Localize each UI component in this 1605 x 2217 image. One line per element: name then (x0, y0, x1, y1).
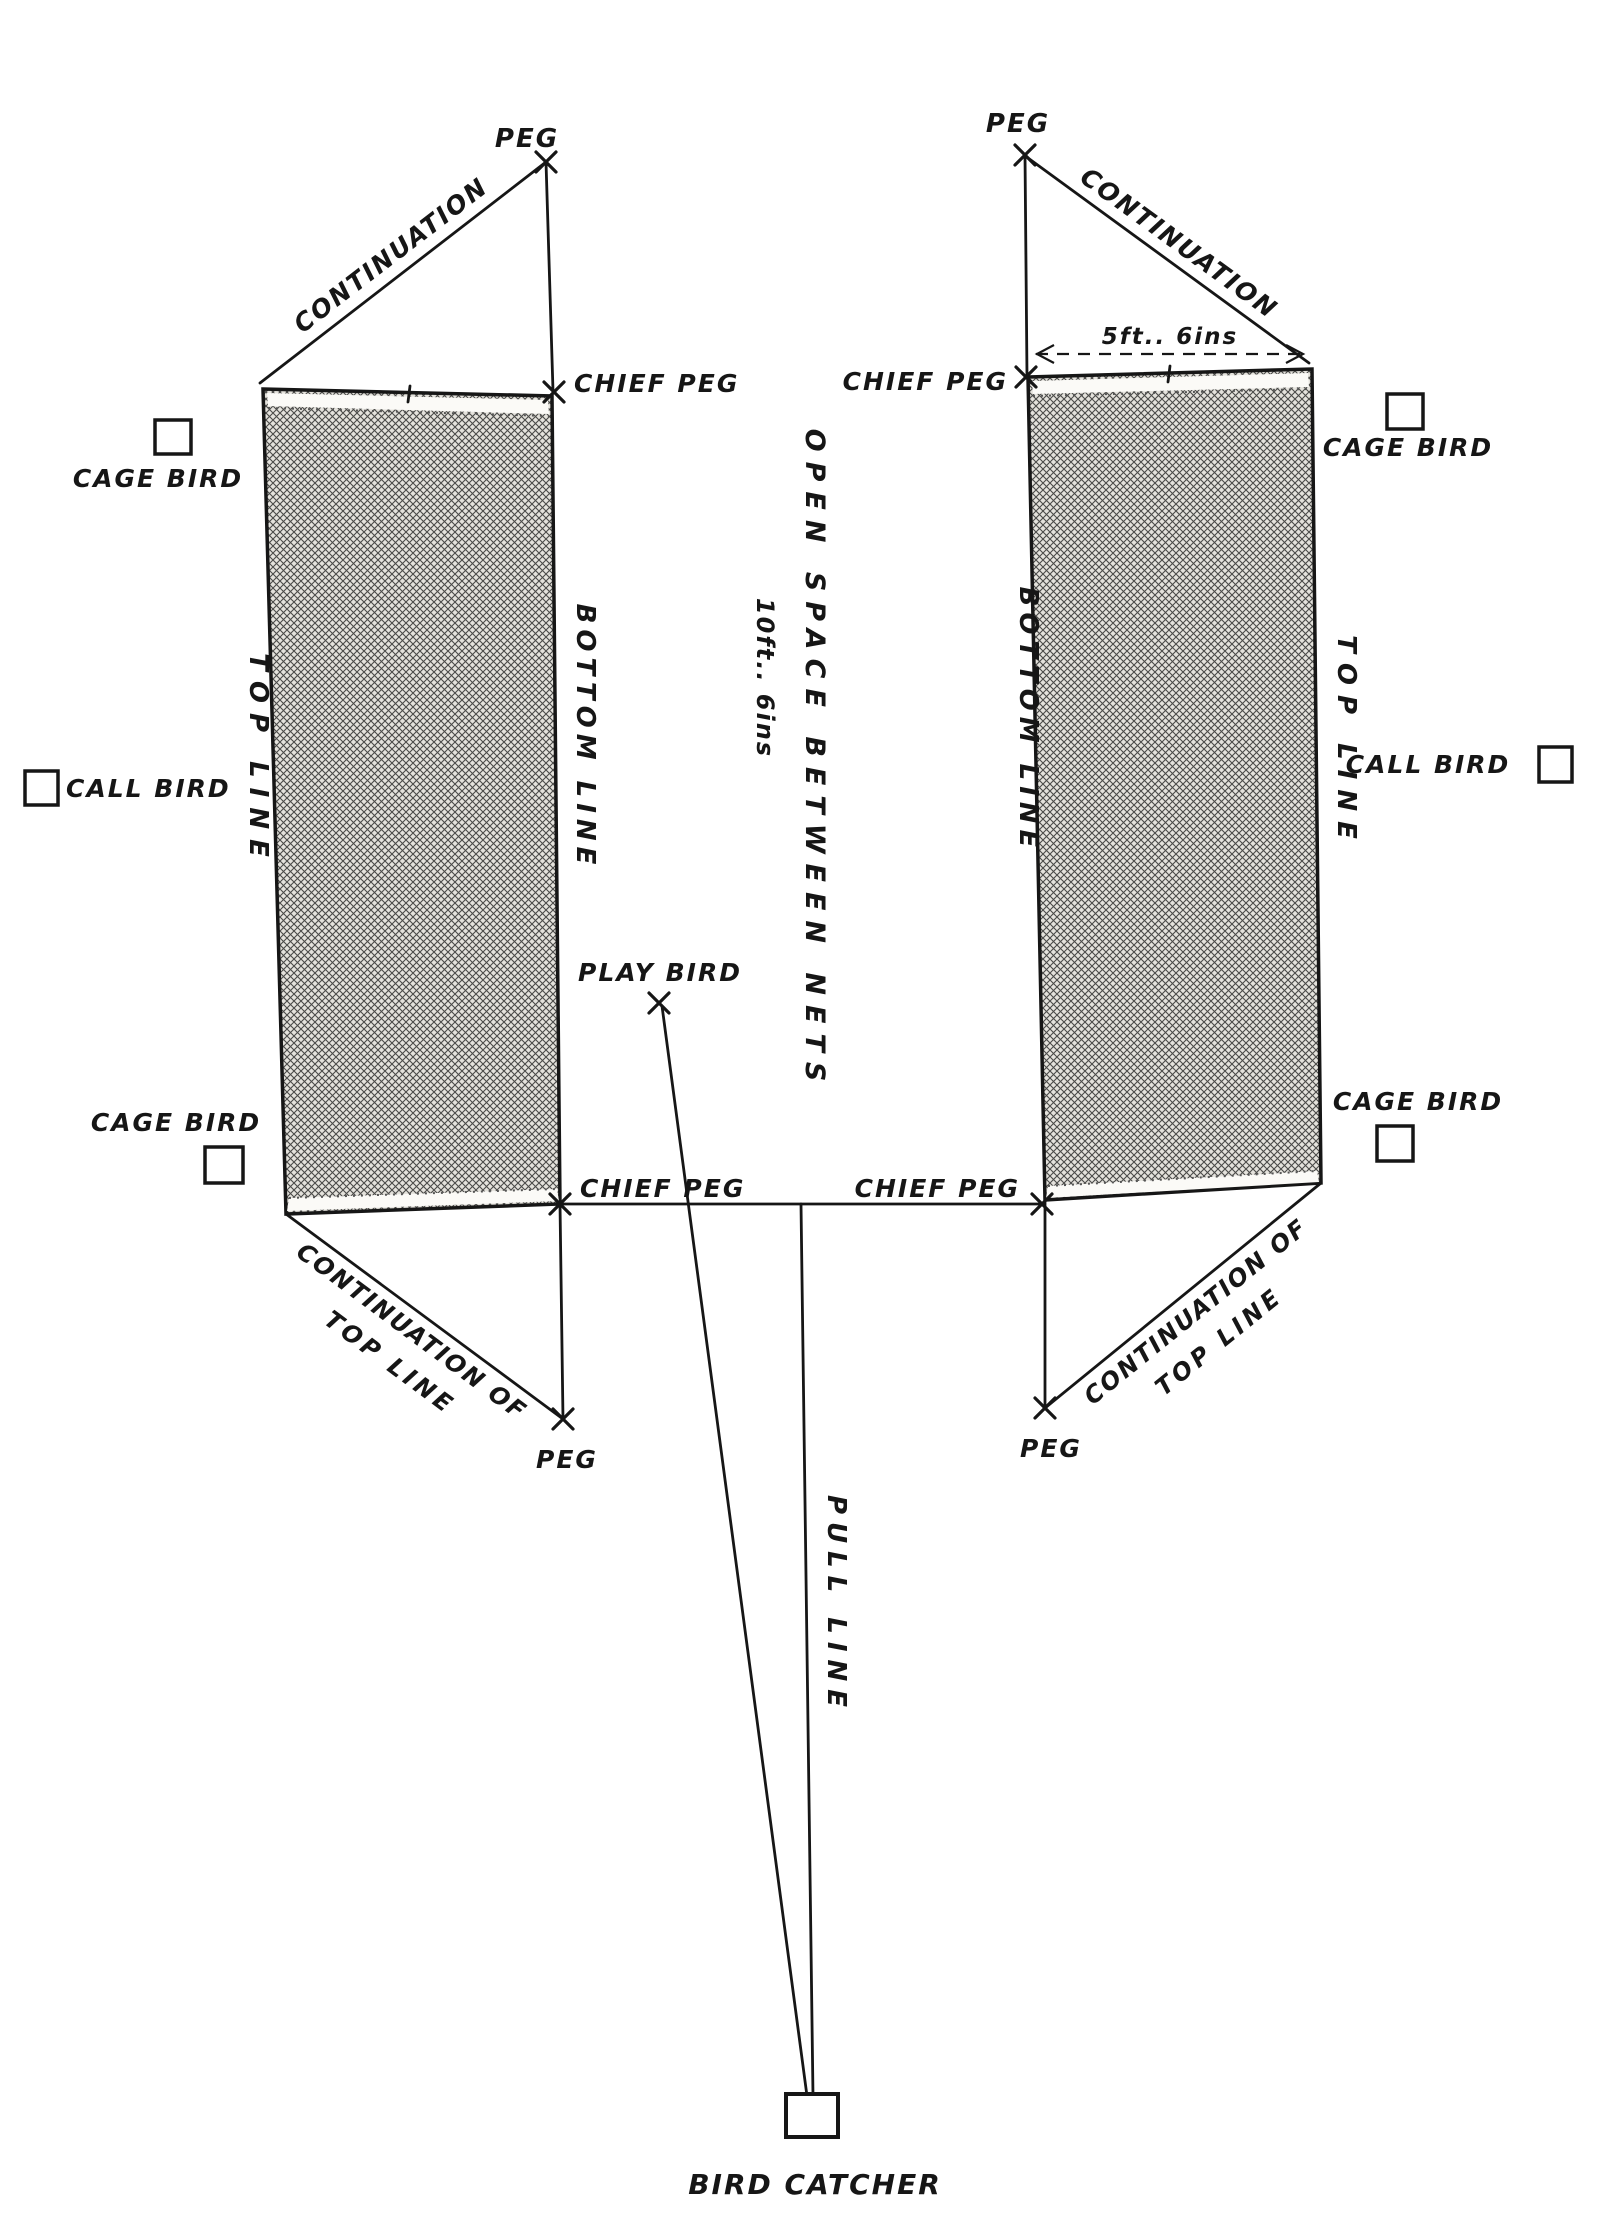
label-peg-bottom-right: PEG (1020, 1434, 1082, 1463)
right-net-bottom-band (1046, 1171, 1319, 1198)
peg-x-mark-bottom-right (1033, 1396, 1057, 1420)
label-top-line-left: TOP LINE (243, 653, 273, 867)
label-play-bird: PLAY BIRD (578, 958, 742, 987)
left-net-assembly (261, 384, 562, 1216)
label-peg-top-left: PEG (495, 124, 559, 154)
right-net-top-band (1032, 373, 1309, 394)
chief-peg-x-mark-bottom-left (548, 1192, 572, 1216)
label-cage-bird-bottom-left: CAGE BIRD (91, 1108, 261, 1137)
label-peg-bottom-left: PEG (536, 1445, 598, 1474)
label-top-line-right: TOP LINE (1331, 635, 1361, 849)
call-bird-box-right (1537, 745, 1574, 784)
label-chief-peg-top-left: CHIEF PEG (574, 369, 739, 398)
rigging-lines (258, 153, 1323, 2098)
label-chief-peg-bottom-left: CHIEF PEG (580, 1174, 745, 1203)
left-peg-drop-line (544, 160, 555, 393)
label-cage-bird-top-right: CAGE BIRD (1323, 433, 1493, 462)
peg-x-mark-top-left (534, 150, 558, 174)
left-continuation-line (258, 160, 548, 385)
label-continuation-top-left: CONTINUATION (288, 172, 493, 339)
chief-peg-x-mark-top-right (1014, 365, 1038, 389)
left-net-top-band (267, 393, 549, 414)
label-bottom-line-right: BOTTOM LINE (1013, 587, 1043, 854)
play-bird-x-mark (647, 991, 671, 1015)
cage-bird-box-top-left (153, 418, 193, 456)
chief-peg-x-mark-top-left (542, 380, 566, 404)
right-continuation-line (1026, 156, 1311, 365)
label-cage-bird-top-left: CAGE BIRD (73, 464, 243, 493)
call-bird-box-left (23, 769, 60, 807)
peg-x-mark-top-right (1013, 143, 1037, 167)
peg-x-mark-bottom-left (551, 1407, 575, 1431)
label-call-bird-right: CALL BIRD (1346, 750, 1511, 779)
left-net-bottom-band (287, 1189, 559, 1211)
label-call-bird-left: CALL BIRD (66, 774, 231, 803)
label-open-space: OPEN SPACE BETWEEN NETS (799, 429, 830, 1092)
label-chief-peg-bottom-right: CHIEF PEG (855, 1174, 1020, 1203)
label-bottom-line-left: BOTTOM LINE (570, 604, 600, 871)
measure-arrow-left-icon (1034, 344, 1055, 364)
play-bird-line (660, 1004, 809, 2098)
label-pull-line: PULL LINE (821, 1495, 851, 1715)
right-net-assembly (1026, 364, 1323, 1202)
left-net-top-tick (406, 384, 412, 404)
right-net (1026, 367, 1323, 1202)
cage-bird-box-top-right (1385, 392, 1425, 431)
measure-arrow-right-icon (1285, 344, 1306, 364)
bird-catcher-box (784, 2092, 840, 2139)
left-bottom-continuation-line (284, 1212, 565, 1421)
label-open-space-dimension: 10ft.. 6ins (751, 598, 779, 758)
cage-bird-box-bottom-left (203, 1145, 245, 1185)
left-net (261, 387, 562, 1216)
label-cage-bird-bottom-right: CAGE BIRD (1333, 1087, 1503, 1116)
right-net-top-tick (1166, 364, 1172, 384)
peg-marks (534, 143, 1057, 1431)
right-peg-drop-line (1023, 153, 1029, 378)
cage-bird-box-bottom-right (1375, 1124, 1415, 1163)
left-bottom-drop-line (558, 1202, 565, 1421)
chief-peg-x-mark-bottom-right (1030, 1192, 1054, 1216)
right-net-bottom-band-edge (1047, 1170, 1318, 1187)
label-peg-top-right: PEG (986, 109, 1050, 139)
label-chief-peg-top-right: CHIEF PEG (843, 367, 1008, 396)
bird-boxes (23, 392, 1574, 2139)
pull-line (799, 1202, 815, 2098)
net-width-measure (1034, 344, 1306, 364)
label-continuation-top-right: CONTINUATION (1075, 162, 1283, 324)
label-net-width-dimension: 5ft.. 6ins (1102, 324, 1238, 350)
right-bottom-continuation-line (1043, 1181, 1323, 1410)
label-bird-catcher: BIRD CATCHER (688, 2168, 942, 2201)
